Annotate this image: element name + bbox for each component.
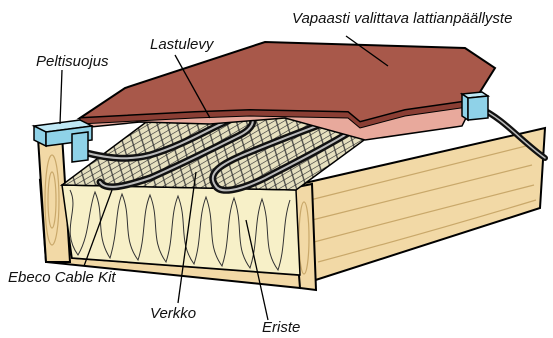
label-mesh: Verkko: [150, 305, 196, 322]
label-metal-guard: Peltisuojus: [36, 53, 109, 70]
label-chipboard: Lastulevy: [150, 36, 215, 53]
metal-guard-right: [462, 92, 488, 120]
label-cable-kit: Ebeco Cable Kit: [8, 269, 116, 286]
label-insulation: Eriste: [262, 319, 300, 336]
label-flooring: Vapaasti valittava lattianpäällyste: [292, 10, 512, 27]
